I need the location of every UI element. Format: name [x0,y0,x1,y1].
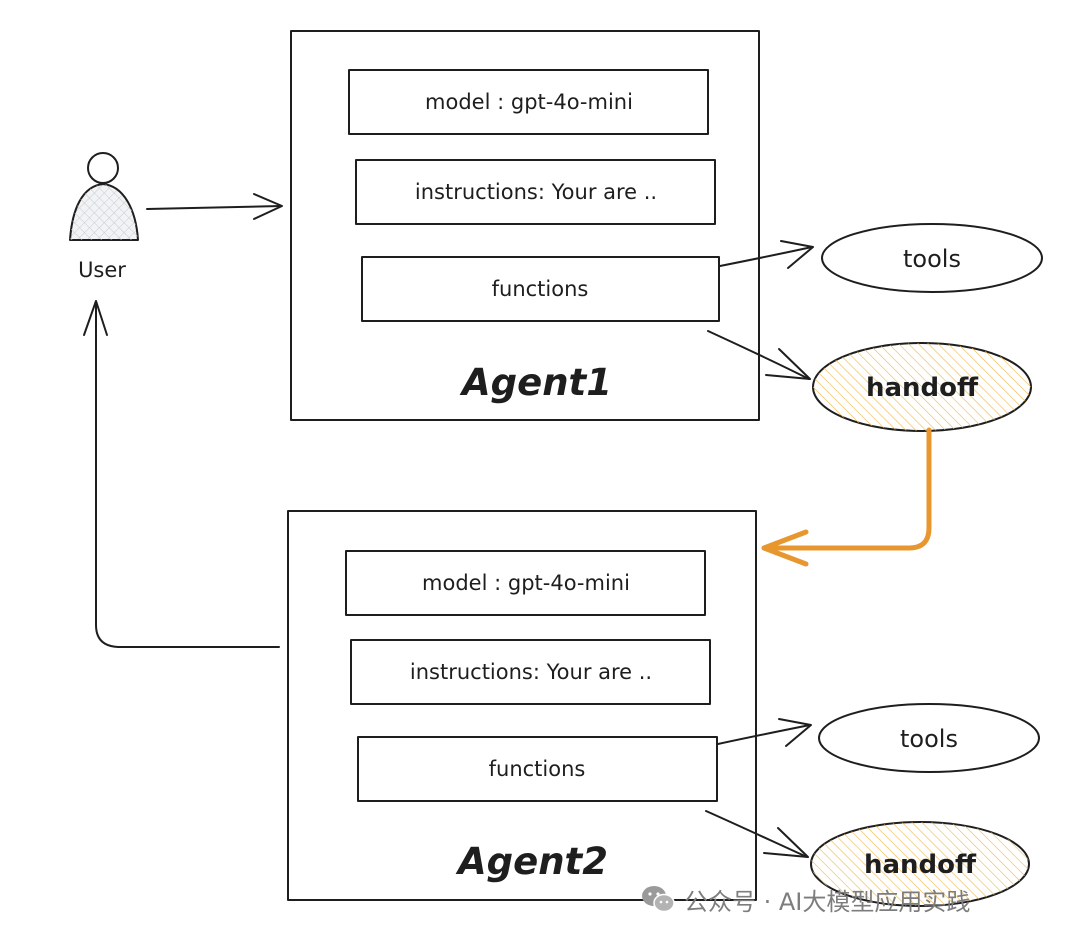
agent2-tools-label: tools [900,725,958,753]
agent2-instructions-label: instructions: Your are .. [410,660,652,684]
agent2-to-user-arrow [83,300,280,648]
agent1-functions-to-handoff-arrow [707,330,811,380]
watermark: 公众号 · AI大模型应用实践 [640,882,970,916]
person-icon [69,152,139,241]
handoff-transfer-arrow [761,427,932,567]
agent1-functions-to-tools-arrow [719,240,814,269]
agent2-instructions-field: instructions: Your are .. [350,639,711,705]
watermark-text: 公众号 · AI大模型应用实践 [684,887,971,916]
agent1-tools-label: tools [903,245,961,273]
agent1-functions-label: functions [492,277,589,301]
agent2-functions-label: functions [489,757,586,781]
agent1-tools-node: tools [821,223,1043,293]
agent2-model-field: model : gpt-4o-mini [345,550,706,616]
wechat-icon [642,886,675,913]
agent2-title: Agent2 [455,840,608,883]
user-label: User [78,258,126,282]
agent2-handoff-label: handoff [864,850,977,880]
agent2-functions-to-handoff-arrow [705,810,809,858]
user-to-agent1-arrow [146,193,283,220]
agent1-title: Agent1 [459,361,612,404]
agent2-box: model : gpt-4o-mini instructions: Your a… [287,510,757,901]
agent1-functions-field: functions [361,256,720,322]
agent2-tools-node: tools [818,703,1040,773]
agent1-instructions-field: instructions: Your are .. [355,159,716,225]
user-actor: User [69,152,139,282]
agent1-model-field: model : gpt-4o-mini [348,69,709,135]
agent1-box: model : gpt-4o-mini instructions: Your a… [290,30,760,421]
agent2-handoff-node: handoff [810,821,1030,907]
agent2-model-label: model : gpt-4o-mini [422,571,630,595]
agent1-handoff-node: handoff [812,342,1032,432]
agent2-functions-to-tools-arrow [717,718,812,747]
agent1-instructions-label: instructions: Your are .. [415,180,657,204]
agent1-handoff-label: handoff [866,373,979,403]
agent1-model-label: model : gpt-4o-mini [425,90,633,114]
agent2-functions-field: functions [357,736,718,802]
